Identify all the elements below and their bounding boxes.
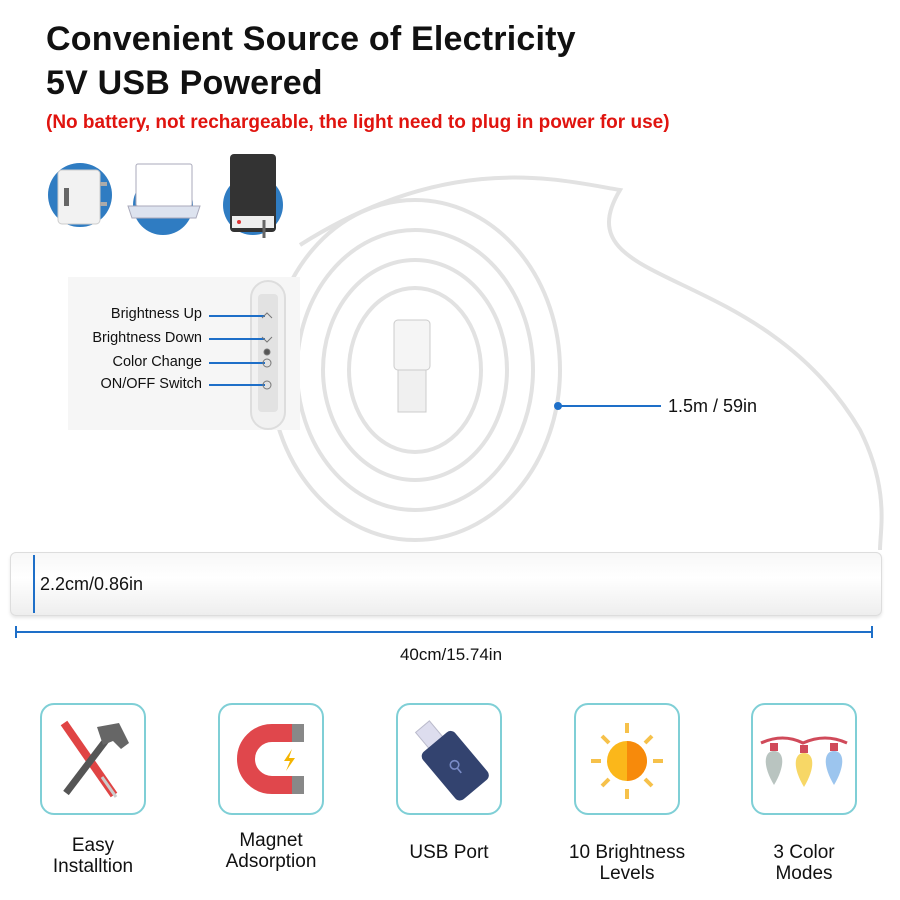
- light-bar: [10, 552, 882, 616]
- power-bank-icon: [223, 154, 283, 238]
- power-note: (No battery, not rechargeable, the light…: [46, 112, 670, 133]
- length-tick-right: [871, 626, 873, 638]
- cable-length: 1.5m / 59in: [668, 396, 758, 416]
- label-brightness-down: Brightness Down: [92, 330, 202, 346]
- length-label: 40cm/15.74in: [399, 645, 503, 664]
- feature-box-brightness: [574, 703, 680, 815]
- label-on-off: ON/OFF Switch: [100, 376, 202, 392]
- length-tick-left: [15, 626, 17, 638]
- indicator-dot-icon: [263, 348, 271, 356]
- title-line-1: Convenient Source of Electricity: [46, 20, 576, 58]
- title-line-2: 5V USB Powered: [46, 64, 323, 102]
- feature-label-usb: USB Port: [409, 842, 489, 863]
- sun-icon: [591, 723, 663, 799]
- brightness-up-icon: [261, 312, 273, 319]
- diameter-line: [33, 555, 35, 613]
- feature-box-color-modes: [751, 703, 857, 815]
- feature-box-easy-installation: [40, 703, 146, 815]
- usb-drive-icon: ⚲: [414, 720, 489, 801]
- length-line: [15, 631, 873, 633]
- feature-box-usb: ⚲: [396, 703, 502, 815]
- remote-leader-lines: [209, 312, 273, 390]
- label-brightness-up: Brightness Up: [110, 306, 202, 322]
- power-icon: [262, 380, 272, 390]
- feature-box-magnet: [218, 703, 324, 815]
- power-source-icons: [48, 154, 283, 238]
- wall-adapter-icon: [48, 163, 112, 227]
- cable-illustration: [268, 175, 884, 551]
- label-color-change: Color Change: [112, 354, 202, 370]
- bulbs-icon: [760, 736, 848, 787]
- tools-icon: [60, 720, 129, 798]
- cable-length-leader: [554, 402, 661, 410]
- magnet-icon: [237, 724, 304, 794]
- brightness-down-icon: [261, 336, 273, 343]
- diameter-label: 2.2cm/0.86in: [40, 574, 144, 594]
- laptop-icon: [127, 163, 201, 235]
- color-change-icon: [262, 358, 272, 368]
